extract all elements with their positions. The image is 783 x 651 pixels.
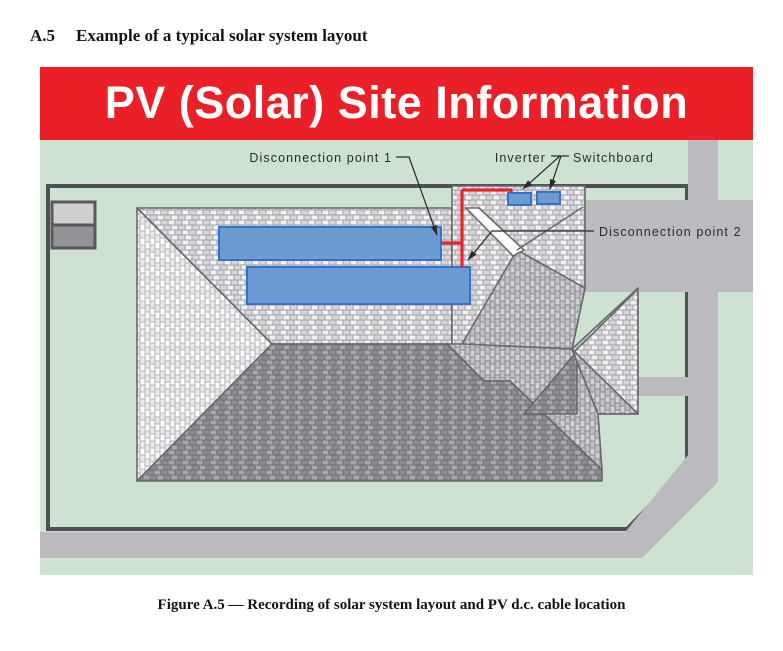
roof-hip-line <box>516 206 584 251</box>
solar-panel-array-1 <box>218 226 442 261</box>
section-heading: A.5 Example of a typical solar system la… <box>30 26 368 46</box>
figure-banner: PV (Solar) Site Information <box>40 67 753 140</box>
shed-top <box>50 200 97 227</box>
roof-small-gable <box>523 350 578 415</box>
road-stub <box>637 377 718 396</box>
shed <box>50 200 97 250</box>
leader-switchboard <box>549 155 569 191</box>
label-inverter: Inverter <box>495 151 546 165</box>
solar-panels <box>218 226 471 305</box>
roof-hip-line <box>574 288 639 352</box>
section-number: A.5 <box>30 26 56 45</box>
switchboard-unit <box>536 191 561 205</box>
road-vertical <box>688 140 718 465</box>
driveway-roads <box>40 140 753 558</box>
label-switchboard: Switchboard <box>573 151 654 165</box>
leader-inverter <box>522 155 562 190</box>
shed-bottom <box>50 223 97 250</box>
roof-south-plane <box>136 343 603 482</box>
roof-east-extension-south <box>571 348 639 415</box>
label-disconnection-point-1: Disconnection point 1 <box>249 151 392 165</box>
leader-lines <box>396 155 594 261</box>
patio-driveway <box>583 200 753 292</box>
road-diagonal <box>604 455 718 558</box>
solar-panel-array-2 <box>246 266 471 305</box>
inverter-unit <box>507 192 532 206</box>
figure-caption: Figure A.5 — Recording of solar system l… <box>157 597 626 613</box>
leader-disconnection-point-1 <box>396 156 438 237</box>
site-plan-figure: Disconnection point 1 Inverter Switchboa… <box>40 140 753 575</box>
figure-banner-text: PV (Solar) Site Information <box>104 77 689 128</box>
roof-valley-strip <box>465 207 525 257</box>
leader-disconnection-point-2 <box>467 230 594 261</box>
road-bottom <box>40 532 640 558</box>
section-title: Example of a typical solar system layout <box>76 26 368 45</box>
label-disconnection-point-2: Disconnection point 2 <box>599 225 742 239</box>
